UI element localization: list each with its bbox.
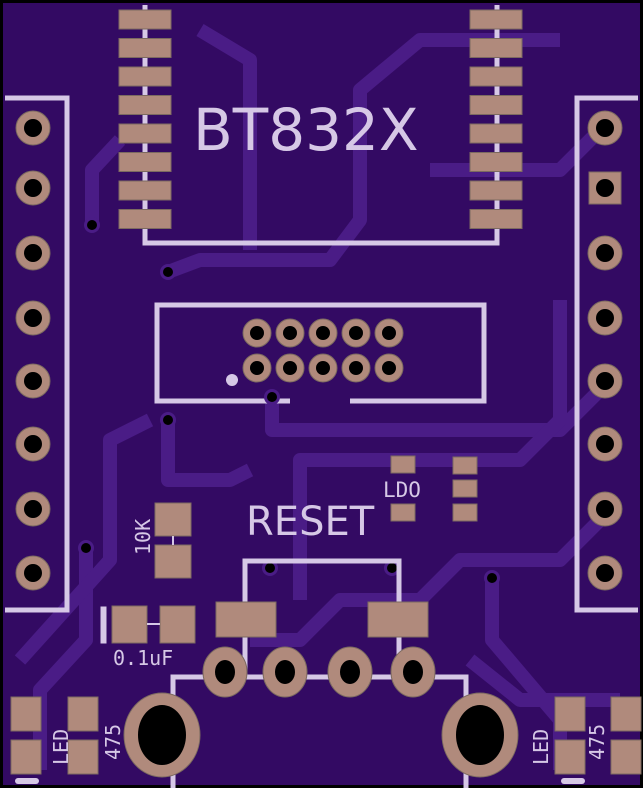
right-pin-header bbox=[574, 95, 638, 613]
bt-module-pad bbox=[118, 66, 172, 87]
programming-connector bbox=[154, 302, 487, 404]
traces bbox=[14, 23, 620, 770]
resistor-pad bbox=[610, 696, 642, 732]
reset-switch: RESET bbox=[215, 499, 429, 680]
resistor-pad bbox=[67, 739, 99, 775]
reset-switch-pad bbox=[215, 601, 277, 638]
bt-module-pad bbox=[469, 180, 523, 201]
bt-module-pad bbox=[118, 95, 172, 115]
vias bbox=[78, 217, 500, 586]
led-pad bbox=[554, 739, 586, 775]
capacitor-pad bbox=[111, 605, 148, 644]
resistor-left-label: 475 bbox=[101, 724, 125, 760]
led-pad bbox=[554, 696, 586, 732]
led-left-group: LED 475 bbox=[10, 696, 125, 784]
led-right-label: LED bbox=[529, 729, 553, 765]
ldo-regulator: LDO bbox=[383, 455, 478, 522]
left-header-outline bbox=[5, 95, 70, 613]
reset-label: RESET bbox=[246, 499, 375, 545]
bottom-connector bbox=[123, 646, 519, 788]
bt-module-pad bbox=[118, 152, 172, 172]
ldo-pad bbox=[390, 455, 416, 474]
bt-module-pad bbox=[118, 180, 172, 201]
ldo-pad bbox=[390, 503, 416, 522]
resistor-right-label: 475 bbox=[585, 724, 609, 760]
resistor-pad bbox=[154, 544, 192, 579]
bt-module-pad bbox=[469, 38, 523, 58]
connector-outline bbox=[154, 302, 487, 404]
bt-module-pad bbox=[118, 209, 172, 229]
bt-module: BT832X bbox=[118, 5, 523, 246]
ldo-label: LDO bbox=[383, 478, 421, 502]
reset-switch-pad bbox=[367, 601, 429, 638]
resistor-pad bbox=[610, 739, 642, 775]
bt-module-pad bbox=[469, 152, 523, 172]
capacitor-pad bbox=[159, 605, 196, 644]
capacitor-label: 0.1uF bbox=[113, 646, 173, 670]
led-pad bbox=[10, 696, 42, 732]
resistor-pad bbox=[154, 502, 192, 537]
bt-module-pad bbox=[469, 209, 523, 229]
capacitor-0-1uf: 0.1uF bbox=[100, 605, 196, 670]
bt-module-pad bbox=[469, 9, 523, 30]
board-substrate bbox=[3, 3, 640, 785]
ldo-pad bbox=[452, 456, 478, 475]
right-header-outline bbox=[574, 95, 638, 613]
led-left-label: LED bbox=[49, 729, 73, 765]
bt-module-pad bbox=[469, 95, 523, 115]
capacitor-polarity-mark bbox=[100, 606, 107, 644]
resistor-pad bbox=[67, 696, 99, 732]
pin1-marker bbox=[226, 374, 238, 386]
resistor-label: 10K bbox=[131, 519, 155, 555]
resistor-10k: 10K bbox=[131, 502, 192, 579]
bt-module-pad bbox=[469, 66, 523, 87]
left-pin-header bbox=[5, 95, 70, 613]
bt-module-pad bbox=[118, 9, 172, 30]
ldo-pad bbox=[452, 503, 478, 522]
bt-module-pad bbox=[118, 38, 172, 58]
led-pad bbox=[10, 739, 42, 775]
bt-module-label: BT832X bbox=[193, 96, 419, 164]
bt-module-pad bbox=[118, 123, 172, 144]
ldo-pad bbox=[452, 479, 478, 498]
bt-module-pad bbox=[469, 123, 523, 144]
led-right-group: LED 475 bbox=[529, 696, 642, 784]
